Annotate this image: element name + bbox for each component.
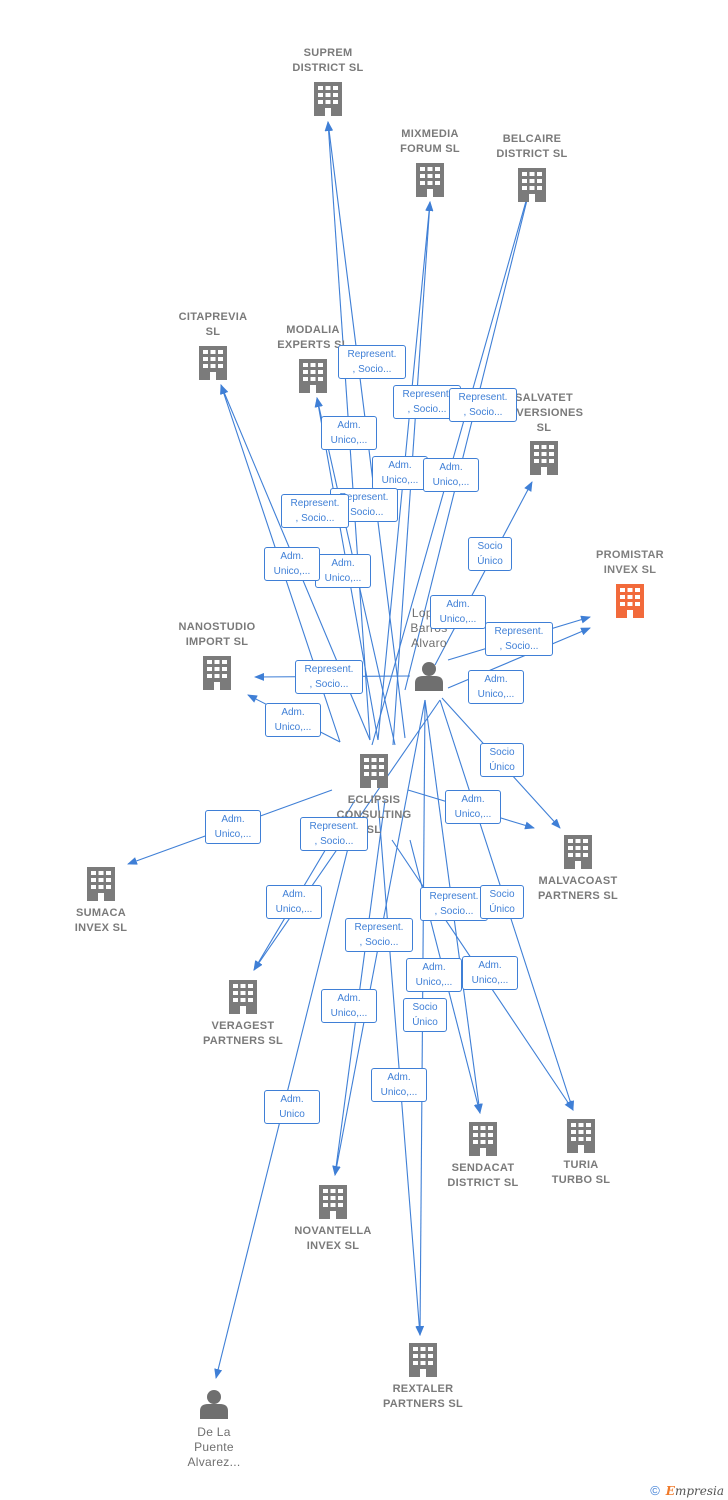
building-icon[interactable] <box>564 835 592 869</box>
edge-label[interactable]: Adm. Unico,... <box>406 958 462 992</box>
building-icon[interactable] <box>530 441 558 475</box>
building-icon[interactable] <box>360 754 388 788</box>
building-icon[interactable] <box>469 1122 497 1156</box>
edge-label[interactable]: Socio Único <box>480 885 524 919</box>
edge-label[interactable]: Represent. , Socio... <box>295 660 363 694</box>
edge-label[interactable]: Adm. Unico,... <box>264 547 320 581</box>
node-label-belcaire[interactable]: BELCAIRE DISTRICT SL <box>496 133 568 160</box>
node-label-suprem[interactable]: SUPREM DISTRICT SL <box>292 47 364 74</box>
relation-edge <box>332 799 386 1176</box>
building-icon[interactable] <box>87 867 115 901</box>
person-icon[interactable] <box>200 1390 228 1419</box>
nodes-layer <box>87 82 644 1419</box>
edge-label[interactable]: Represent. , Socio... <box>449 388 517 422</box>
edge-label[interactable]: Represent. , Socio... <box>345 918 413 952</box>
node-label-novantella[interactable]: NOVANTELLA INVEX SL <box>294 1225 372 1252</box>
edge-label[interactable]: Adm. Unico,... <box>321 416 377 450</box>
building-icon[interactable] <box>567 1119 595 1153</box>
building-icon[interactable] <box>199 346 227 380</box>
node-label-sendacat[interactable]: SENDACAT DISTRICT SL <box>447 1162 519 1189</box>
node-label-malvacoast[interactable]: MALVACOAST PARTNERS SL <box>537 875 619 902</box>
relation-edge <box>404 179 534 691</box>
edge-label[interactable]: Adm. Unico,... <box>315 554 371 588</box>
edge-label[interactable]: Represent. , Socio... <box>485 622 553 656</box>
edges-layer <box>127 121 591 1379</box>
node-label-promistar[interactable]: PROMISTAR INVEX SL <box>596 549 664 576</box>
edge-label[interactable]: Adm. Unico,... <box>468 670 524 704</box>
edge-label[interactable]: Adm. Unico,... <box>321 989 377 1023</box>
building-icon[interactable] <box>314 82 342 116</box>
footer-brand: © Empresia <box>650 1483 724 1498</box>
edge-label[interactable]: Adm. Unico,... <box>445 790 501 824</box>
brand-name: mpresia <box>674 1484 724 1498</box>
edge-label[interactable]: Socio Único <box>480 743 524 777</box>
node-label-veragest[interactable]: VERAGEST PARTNERS SL <box>202 1020 284 1047</box>
node-label-mixmedia[interactable]: MIXMEDIA FORUM SL <box>400 128 460 155</box>
person-icon[interactable] <box>415 662 443 691</box>
building-icon[interactable] <box>229 980 257 1014</box>
building-icon[interactable] <box>409 1343 437 1377</box>
building-icon[interactable] <box>518 168 546 202</box>
node-label-citaprevia[interactable]: CITAPREVIA SL <box>178 311 248 338</box>
building-icon[interactable] <box>416 163 444 197</box>
brand-logo: Empresia <box>666 1484 724 1498</box>
edge-label[interactable]: Adm. Unico,... <box>266 885 322 919</box>
building-icon[interactable] <box>299 359 327 393</box>
edge-label[interactable]: Adm. Unico,... <box>371 1068 427 1102</box>
node-label-sumaca[interactable]: SUMACA INVEX SL <box>74 907 128 934</box>
node-label-salvatet[interactable]: SALVATET INVERSIONES SL <box>504 392 584 434</box>
edge-label[interactable]: Adm. Unico,... <box>462 956 518 990</box>
edge-label[interactable]: Adm. Unico,... <box>205 810 261 844</box>
building-icon[interactable] <box>319 1185 347 1219</box>
edge-label[interactable]: Adm. Unico,... <box>372 456 428 490</box>
edge-label[interactable]: Adm. Unico,... <box>265 703 321 737</box>
edge-label[interactable]: Represent. , Socio... <box>420 887 488 921</box>
node-label-rextaler[interactable]: REXTALER PARTNERS SL <box>382 1383 464 1410</box>
node-label-delapuente[interactable]: De La Puente Alvarez... <box>187 1425 241 1469</box>
edge-label[interactable]: Represent. , Socio... <box>281 494 349 528</box>
building-icon[interactable] <box>616 584 644 618</box>
relation-edge <box>377 799 424 1336</box>
copyright-symbol: © <box>650 1483 660 1498</box>
edge-label[interactable]: Represent. , Socio... <box>338 345 406 379</box>
relation-edge <box>434 481 533 666</box>
edge-label[interactable]: Represent. , Socio... <box>300 817 368 851</box>
building-icon[interactable] <box>203 656 231 690</box>
edge-label[interactable]: Adm. Unico,... <box>423 458 479 492</box>
edge-label[interactable]: Adm. Unico,... <box>430 595 486 629</box>
brand-initial: E <box>665 1484 675 1498</box>
edge-label[interactable]: Adm. Unico <box>264 1090 320 1124</box>
node-label-turia[interactable]: TURIA TURBO SL <box>551 1159 611 1186</box>
edge-label[interactable]: Socio Único <box>403 998 447 1032</box>
edge-label[interactable]: Socio Único <box>468 537 512 571</box>
node-label-nanostudio[interactable]: NANOSTUDIO IMPORT SL <box>178 621 256 648</box>
